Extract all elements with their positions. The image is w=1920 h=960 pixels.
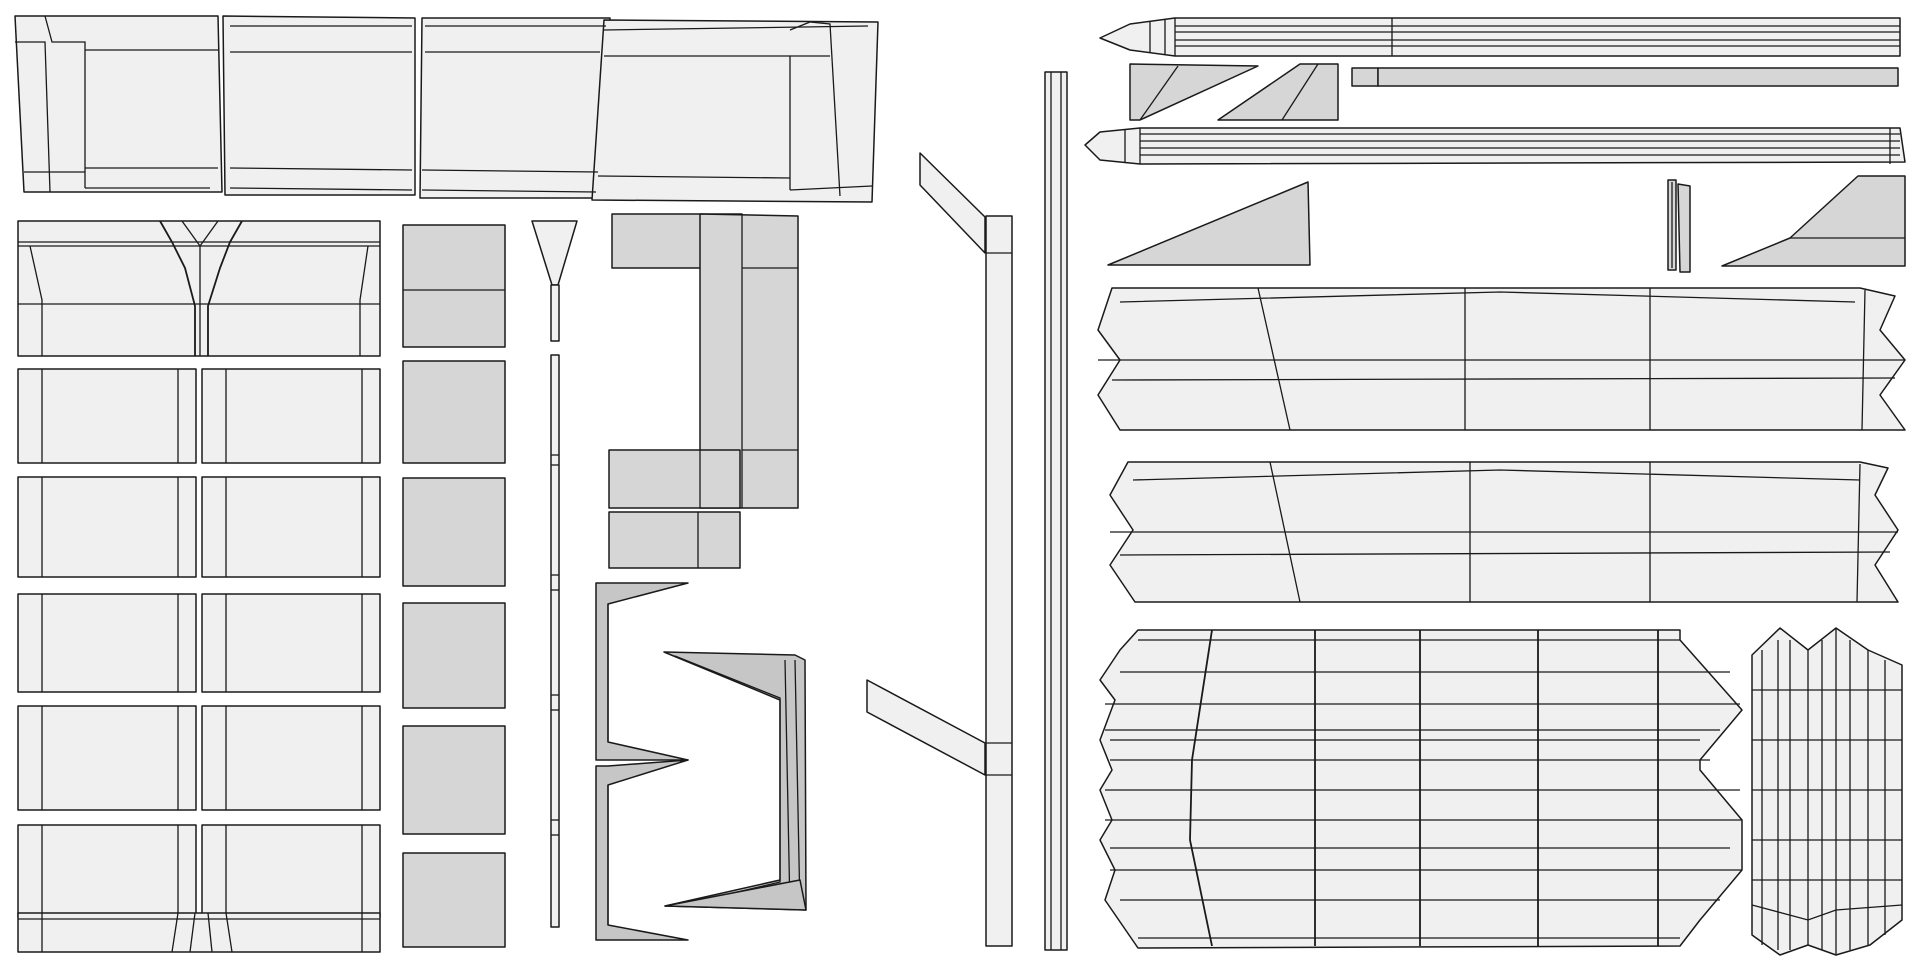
uv-island-hull-strip-2 xyxy=(1109,461,1899,603)
uv-panel-row-1 xyxy=(17,368,381,464)
uv-island-hull-strip-1 xyxy=(1097,287,1906,431)
uv-island-missile-body-lower xyxy=(1084,127,1906,165)
uv-panel-row-4 xyxy=(17,705,381,811)
uv-island-missile-rod xyxy=(1351,67,1899,87)
uv-island-clip-right xyxy=(663,651,807,911)
uv-panel-row-3 xyxy=(17,593,381,693)
uv-island-l-bracket xyxy=(608,213,799,569)
uv-island-strut xyxy=(866,152,1013,947)
uv-island-thin-rod xyxy=(531,220,578,928)
uv-island-tall-pole xyxy=(1044,71,1068,951)
uv-island-missile-fins-pair xyxy=(1129,63,1339,121)
uv-island-square-tiles xyxy=(402,224,506,948)
uv-panel-row-5 xyxy=(17,824,381,918)
uv-island-hull-bottom xyxy=(1099,629,1743,949)
uv-island-left-panel-grid xyxy=(17,220,381,953)
uv-panel-row-footer xyxy=(17,912,381,953)
uv-island-fins-mid xyxy=(1107,175,1906,273)
uv-island-missile-body-upper xyxy=(1099,17,1901,57)
uv-island-top-box-strip xyxy=(14,15,879,203)
uv-island-twin-tower xyxy=(1751,627,1903,956)
uv-panel-row-2 xyxy=(17,476,381,578)
uv-island-clip-left xyxy=(595,582,689,941)
